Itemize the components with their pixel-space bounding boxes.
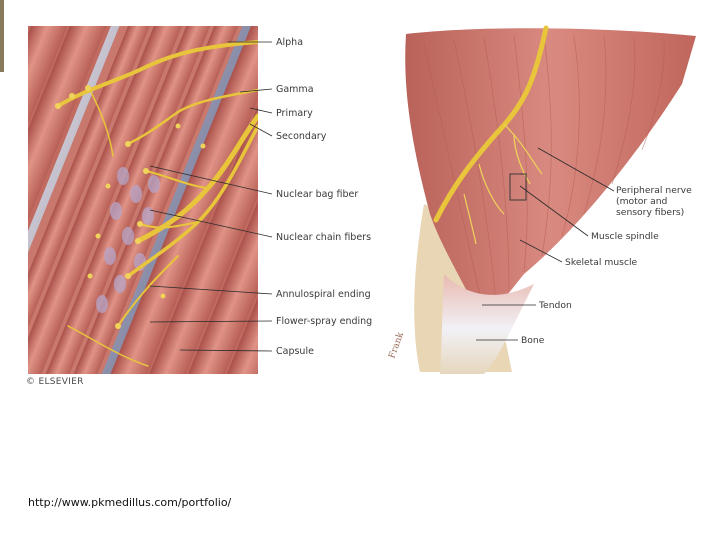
label-bone: Bone	[521, 335, 544, 346]
muscle-spindle-drawing	[28, 26, 258, 374]
label-primary: Primary	[276, 108, 313, 119]
muscle-spindle-illustration	[28, 26, 258, 374]
label-peripheral-nerve-line3: sensory fibers)	[616, 207, 684, 218]
label-peripheral-nerve: Peripheral nerve	[616, 185, 692, 196]
label-tendon: Tendon	[539, 300, 572, 311]
label-peripheral-nerve-line2: (motor and	[616, 196, 667, 207]
label-nuclear-chain-fibers: Nuclear chain fibers	[276, 232, 371, 243]
label-nuclear-bag-fiber: Nuclear bag fiber	[276, 189, 358, 200]
label-secondary: Secondary	[276, 131, 326, 142]
copyright-notice: © ELSEVIER	[26, 377, 84, 387]
label-alpha: Alpha	[276, 37, 303, 48]
label-capsule: Capsule	[276, 346, 314, 357]
source-url: http://www.pkmedillus.com/portfolio/	[28, 496, 231, 509]
label-muscle-spindle: Muscle spindle	[591, 231, 659, 242]
label-flower-spray-ending: Flower-spray ending	[276, 316, 372, 327]
artist-signature: Frank	[387, 331, 406, 360]
label-gamma: Gamma	[276, 84, 314, 95]
slide-accent-bar	[0, 0, 4, 72]
label-annulospiral-ending: Annulospiral ending	[276, 289, 371, 300]
label-skeletal-muscle: Skeletal muscle	[565, 257, 637, 268]
